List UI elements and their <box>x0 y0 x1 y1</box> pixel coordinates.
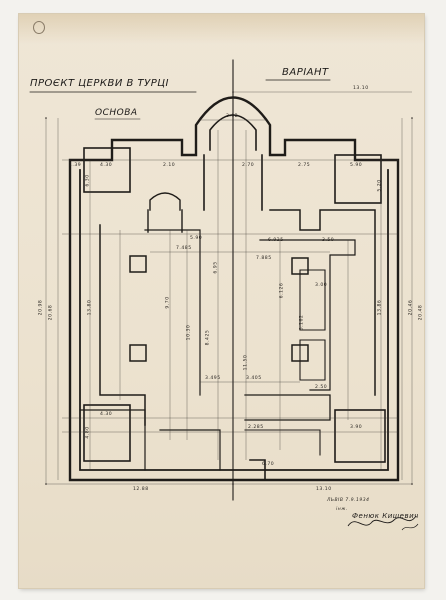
pier-right-lower <box>291 344 309 362</box>
dim-label: 5.90 <box>350 163 363 168</box>
dim-label: 12.88 <box>133 487 149 492</box>
dim-label: 6.162 <box>299 314 305 331</box>
dim-label: 2.70 <box>242 163 255 168</box>
dim-label: 5.90 <box>190 236 203 241</box>
nave-right-pier-a <box>299 269 326 331</box>
dim-label: 6.30 <box>85 174 91 187</box>
paper-sheet <box>19 14 424 588</box>
apse-arc <box>209 114 257 151</box>
dim-label: 5.20 <box>377 179 383 192</box>
outer-wall <box>68 96 400 482</box>
dim-label: 9.70 <box>165 296 171 309</box>
signature-flourish-icon <box>347 515 419 531</box>
dim-label: 7.485 <box>176 246 192 251</box>
dim-label: 20.68 <box>48 304 54 321</box>
dim-label: 3.495 <box>205 376 221 381</box>
dim-label: 4.30 <box>100 412 113 417</box>
left-chapel-arc <box>149 192 181 211</box>
dim-label: 2.285 <box>248 425 264 430</box>
dim-label: 3.00 <box>315 283 328 288</box>
inner-wall <box>79 169 389 471</box>
nave-left-wall <box>99 224 146 426</box>
dim-label: 13.86 <box>377 299 383 316</box>
dim-label: 2.10 <box>163 163 176 168</box>
room-top-left <box>83 147 131 193</box>
apse-walls <box>203 154 263 211</box>
entrance-step <box>249 459 266 481</box>
dim-label: 7.885 <box>256 256 272 261</box>
dim-label: 20.48 <box>418 304 424 321</box>
signature-date: ЛЬВІВ 7.9.1934 <box>327 498 370 503</box>
drawing-subtitle: ОСНОВА <box>95 108 138 118</box>
dim-label: 13.80 <box>87 299 93 316</box>
dim-label: 4.80 <box>85 426 91 439</box>
nave-right-inner <box>259 239 356 391</box>
paper-stain <box>19 14 424 44</box>
dim-label: 13.10 <box>316 487 332 492</box>
dim-label: 20.46 <box>408 299 414 316</box>
dim-label: 13.10 <box>353 86 369 91</box>
dim-label: 3.92 <box>226 114 239 119</box>
dim-label: 3.405 <box>246 376 262 381</box>
dim-label: 1.39 <box>69 163 82 168</box>
left-chapel-walls <box>147 209 183 233</box>
signature-name: Фенюк Кишевич <box>352 512 419 520</box>
dim-label: 2.50 <box>315 385 328 390</box>
stamp-circle-icon <box>33 21 45 34</box>
dim-label: 3.50 <box>322 238 335 243</box>
dim-label: 4.30 <box>100 163 113 168</box>
dim-label: 10.30 <box>186 324 192 341</box>
narthex-left <box>79 409 146 471</box>
dim-label: 20.98 <box>38 299 44 316</box>
nave-left-inner <box>144 229 201 396</box>
dim-label: 6.95 <box>213 261 219 274</box>
narthex-center <box>159 429 221 471</box>
dim-label: 6.70 <box>262 462 275 467</box>
drawing-variant-label: ВАРІАНТ <box>282 67 329 78</box>
room-bottom-left <box>83 404 131 462</box>
dim-label: 2.75 <box>298 163 311 168</box>
dim-label: 8.425 <box>205 329 211 346</box>
pier-left-lower <box>129 344 147 362</box>
dimension-ticks <box>45 91 413 485</box>
nave-right-pier-b <box>299 339 326 381</box>
dim-label: 3.90 <box>350 425 363 430</box>
dim-label: 6.925 <box>268 238 284 243</box>
nave-right-step <box>244 429 321 456</box>
drawing-title: ПРОЄКТ ЦЕРКВИ В ТУРЦІ <box>30 78 170 89</box>
nave-right-wall <box>269 209 376 396</box>
pier-left-upper <box>129 255 147 273</box>
nave-right-bottom <box>244 394 331 421</box>
dim-label: 6.126 <box>279 282 285 299</box>
pier-right-upper <box>291 257 309 275</box>
signature-role: інж. <box>336 507 348 512</box>
dim-label: 11.50 <box>243 354 249 371</box>
room-bottom-right <box>334 409 386 463</box>
